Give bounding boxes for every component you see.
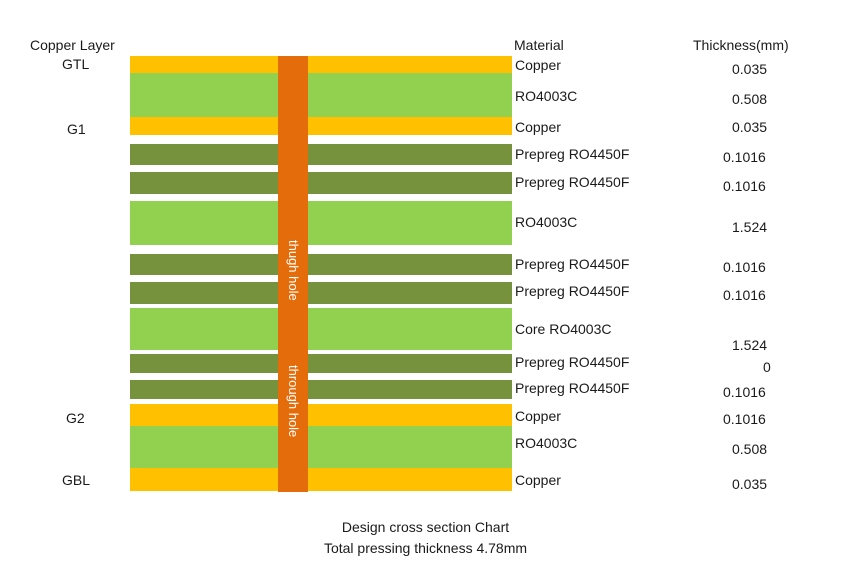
layer-band-copper-top bbox=[130, 56, 512, 73]
through-hole-via: thugh hole through hole bbox=[278, 56, 308, 492]
chart-caption-total-thickness: Total pressing thickness 4.78mm bbox=[323, 540, 528, 556]
copper-label-g1: G1 bbox=[67, 121, 86, 137]
thickness-value: 0.1016 bbox=[723, 287, 766, 303]
material-label: RO4003C bbox=[515, 435, 578, 451]
material-label: Copper bbox=[515, 119, 561, 135]
chart-caption-title: Design cross section Chart bbox=[341, 519, 510, 535]
layer-band-ro4003c bbox=[130, 426, 512, 468]
layer-band-prepreg bbox=[130, 172, 512, 194]
material-label: Copper bbox=[515, 408, 561, 424]
layer-band-ro4003c bbox=[130, 73, 512, 117]
material-label: Prepreg RO4450F bbox=[515, 146, 630, 162]
thickness-value: 0.1016 bbox=[723, 411, 766, 427]
thickness-value: 0.035 bbox=[732, 61, 768, 77]
copper-label-gbl: GBL bbox=[62, 472, 91, 488]
material-label: Prepreg RO4450F bbox=[515, 354, 630, 370]
material-label: Prepreg RO4450F bbox=[515, 380, 630, 396]
layer-band-core-ro4003c bbox=[130, 308, 512, 350]
material-header: Material bbox=[514, 37, 564, 53]
copper-label-g2: G2 bbox=[66, 410, 85, 426]
layer-band-copper-g1 bbox=[130, 117, 512, 135]
thickness-value: 0.035 bbox=[732, 119, 768, 135]
via-label-top: thugh hole bbox=[286, 240, 301, 301]
material-label: Prepreg RO4450F bbox=[515, 283, 630, 299]
material-label: Copper bbox=[515, 472, 561, 488]
material-label: Copper bbox=[515, 57, 561, 73]
copper-label-gtl: GTL bbox=[62, 56, 90, 72]
layer-band-copper-g2 bbox=[130, 404, 512, 426]
material-label: Prepreg RO4450F bbox=[515, 174, 630, 190]
thickness-value: 0.508 bbox=[732, 441, 768, 457]
layer-band-prepreg bbox=[130, 254, 512, 275]
layer-band-copper-bottom bbox=[130, 468, 512, 491]
material-label: RO4003C bbox=[515, 88, 578, 104]
layer-band-prepreg bbox=[130, 282, 512, 304]
copper-layer-header: Copper Layer bbox=[30, 37, 115, 53]
material-label: Prepreg RO4450F bbox=[515, 256, 630, 272]
thickness-value: 0.1016 bbox=[723, 384, 766, 400]
thickness-value: 1.524 bbox=[732, 337, 768, 353]
layer-band-prepreg bbox=[130, 144, 512, 165]
thickness-value: 0.508 bbox=[732, 91, 768, 107]
thickness-value: 0.1016 bbox=[723, 178, 766, 194]
thickness-value: 0.1016 bbox=[723, 149, 766, 165]
thickness-value: 0.1016 bbox=[723, 259, 766, 275]
material-label: RO4003C bbox=[515, 214, 578, 230]
layer-band-prepreg bbox=[130, 380, 512, 399]
thickness-value: 1.524 bbox=[732, 219, 768, 235]
via-label-bottom: through hole bbox=[286, 365, 301, 438]
material-label: Core RO4003C bbox=[515, 321, 612, 337]
layer-band-ro4003c bbox=[130, 201, 512, 245]
thickness-header: Thickness(mm) bbox=[693, 37, 789, 53]
thickness-value: 0.035 bbox=[732, 476, 768, 492]
thickness-value: 0 bbox=[763, 359, 771, 375]
layer-band-prepreg bbox=[130, 354, 512, 373]
